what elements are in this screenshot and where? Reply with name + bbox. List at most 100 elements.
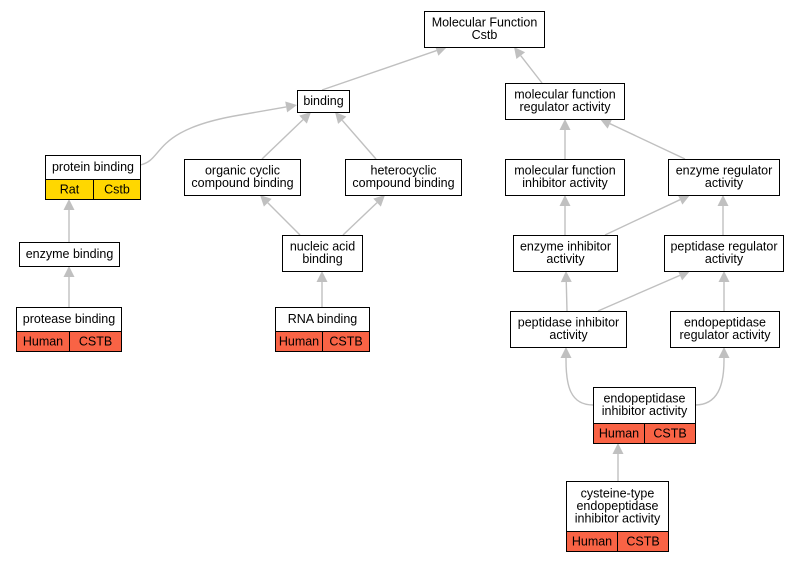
- edge-endopeptidase_inhibitor_activity-to-endopeptidase_regulator_activity: [694, 347, 730, 406]
- gene-tag-label: Cstb: [104, 183, 130, 197]
- edge-protein_binding-to-binding: [139, 101, 297, 166]
- edge-protease_binding-to-enzyme_binding: [63, 266, 75, 307]
- node-box: [668, 159, 780, 196]
- edge-line: [565, 358, 594, 406]
- edge-cysteine_type_endopeptidase_inhibitor_activity-to-endopeptidase_inhibitor_activity: [612, 443, 624, 481]
- edge-arrowhead: [335, 112, 347, 124]
- gene-tag-cell: [322, 331, 370, 352]
- edge-arrowhead: [514, 47, 526, 60]
- edge-enzyme_inhibitor_activity-to-enzyme_regulator_activity: [604, 194, 690, 236]
- node-label-line: binding: [303, 94, 343, 108]
- edge-arrowhead: [718, 271, 730, 282]
- edge-arrowhead: [299, 112, 311, 124]
- species-tag-label: Human: [23, 335, 63, 349]
- edge-line: [342, 202, 378, 236]
- edge-arrowhead: [559, 119, 571, 130]
- gene-tag-label: CSTB: [653, 427, 686, 441]
- gene-tag-cell: [93, 179, 141, 200]
- node-label-line: peptidase inhibitor: [518, 316, 619, 330]
- edge-line: [609, 123, 686, 160]
- edge-line: [694, 358, 725, 406]
- node-box: [513, 235, 618, 272]
- node-label-line: enzyme regulator: [676, 164, 773, 178]
- edge-nucleic_acid_binding-to-organic_cyclic_compound_binding: [260, 195, 301, 236]
- node-label-line: endopeptidase: [684, 316, 766, 330]
- edge-arrowhead: [718, 347, 730, 358]
- edges-layer: [63, 45, 730, 481]
- edge-arrowhead: [612, 443, 624, 454]
- node-box: [345, 159, 462, 196]
- node-label-line: inhibitor activity: [575, 511, 661, 525]
- node-box: [505, 159, 625, 196]
- node-label-line: endopeptidase: [603, 392, 685, 406]
- node-label-line: Molecular Function: [432, 16, 538, 30]
- go-term-node-binding[interactable]: binding: [297, 90, 350, 113]
- node-label-line: heterocyclic: [371, 164, 437, 178]
- edge-line: [520, 55, 543, 84]
- node-label-line: protease binding: [23, 312, 115, 326]
- edge-nucleic_acid_binding-to-heterocyclic_compound_binding: [342, 195, 385, 236]
- edge-enzyme_inhibitor_activity-to-mf_inhibitor_activity: [559, 195, 571, 235]
- node-label-line: activity: [549, 328, 588, 342]
- node-label-line: regulator activity: [519, 100, 611, 114]
- node-label-line: compound binding: [191, 176, 293, 190]
- node-label-line: inhibitor activity: [522, 176, 608, 190]
- edge-peptidase_inhibitor_activity-to-peptidase_regulator_activity: [597, 270, 690, 312]
- edge-rna_binding-to-nucleic_acid_binding: [316, 271, 328, 307]
- edge-mf_regulator_activity-to-molecular_function: [514, 47, 543, 84]
- node-label-line: protein binding: [52, 160, 134, 174]
- node-box: [297, 90, 350, 113]
- edge-arrowhead: [677, 270, 690, 281]
- node-label-line: enzyme binding: [26, 247, 114, 261]
- edge-arrowhead: [600, 118, 613, 129]
- node-label-line: molecular function: [514, 164, 615, 178]
- node-label-line: activity: [546, 252, 585, 266]
- node-label-line: endopeptidase: [576, 499, 658, 513]
- species-tag-label: Human: [279, 335, 319, 349]
- edge-peptidase_regulator_activity-to-enzyme_regulator_activity: [717, 195, 729, 235]
- gene-tag-label: CSTB: [79, 335, 112, 349]
- go-term-node-enzyme-binding[interactable]: enzyme binding: [19, 242, 120, 267]
- edge-organic_cyclic_compound_binding-to-binding: [261, 112, 311, 160]
- gene-tag-label: CSTB: [626, 535, 659, 549]
- edge-line: [139, 106, 287, 166]
- node-box: [510, 311, 627, 348]
- node-label-line: binding: [302, 252, 342, 266]
- node-label-line: molecular function: [514, 88, 615, 102]
- edge-arrowhead: [260, 195, 272, 207]
- node-box: [505, 83, 625, 120]
- node-label-line: regulator activity: [679, 328, 771, 342]
- node-box: [184, 159, 301, 196]
- gene-tag-cell: [617, 531, 669, 552]
- edge-arrowhead: [677, 194, 690, 205]
- edge-arrowhead: [63, 199, 75, 210]
- node-box: [282, 235, 363, 272]
- edge-heterocyclic_compound_binding-to-binding: [335, 112, 377, 160]
- edge-line: [267, 202, 301, 236]
- edge-enzyme_binding-to-protein_binding: [63, 199, 75, 242]
- edge-binding-to-molecular_function: [321, 45, 447, 91]
- edge-line: [321, 49, 437, 91]
- node-label-line: compound binding: [352, 176, 454, 190]
- gene-tag-cell: [644, 423, 696, 444]
- edge-line: [604, 199, 681, 236]
- edge-arrowhead: [316, 271, 328, 282]
